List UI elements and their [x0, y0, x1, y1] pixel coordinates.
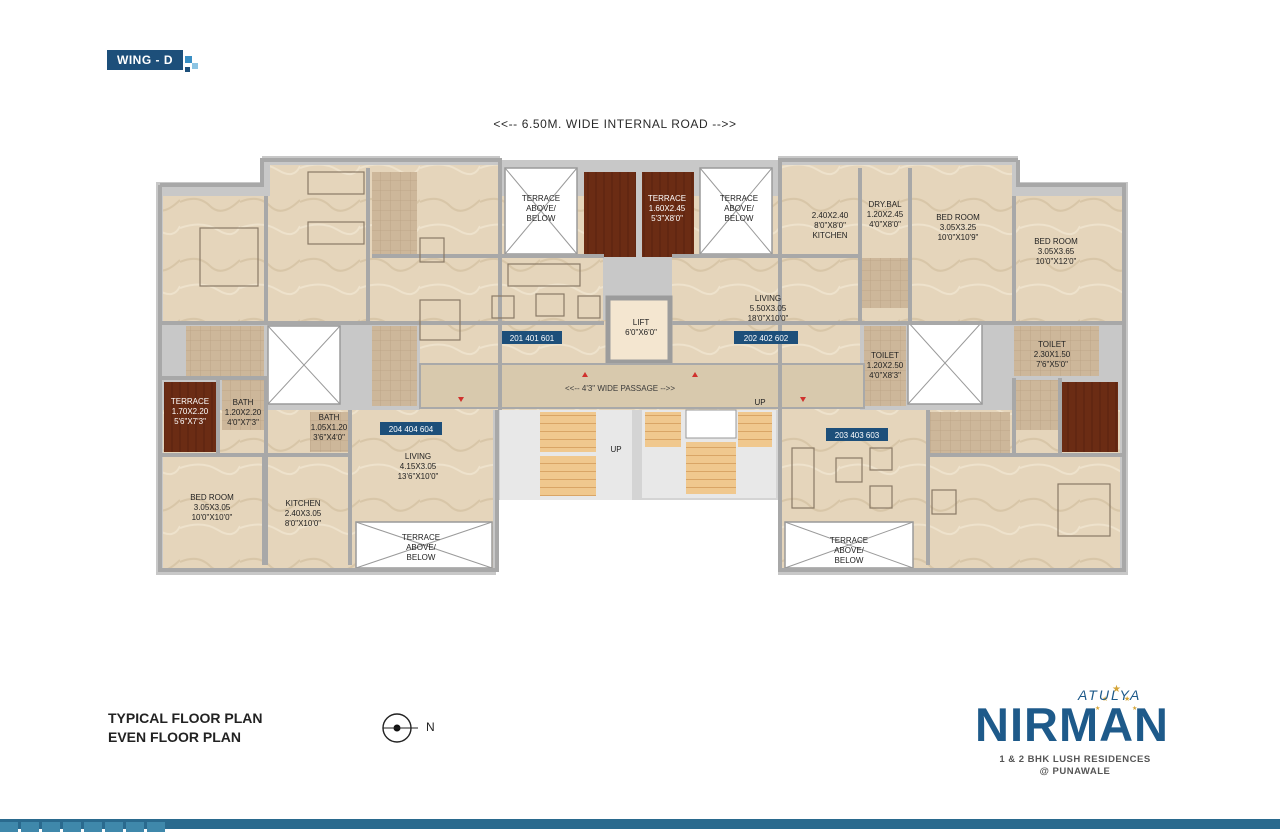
footer-stripe — [0, 819, 1280, 832]
wing-badge: WING - D — [107, 50, 183, 70]
svg-text:★: ★ — [1095, 705, 1100, 712]
passage-label: <<-- 4'3" WIDE PASSAGE -->> — [565, 384, 675, 393]
brand-logo-word: NIRMAN — [975, 698, 1169, 751]
unit-tag — [380, 422, 442, 435]
terrace-cross-lines — [267, 167, 983, 569]
brand-location: @ PUNAWALE — [1039, 766, 1111, 777]
brand-script: ATULYA — [1078, 687, 1142, 703]
furniture — [199, 171, 1111, 537]
stair-up-label: UP — [754, 398, 765, 407]
plan-subtitle: EVEN FLOOR PLAN — [108, 729, 242, 745]
unit-tags: 201 401 601 202 402 602 204 404 604 203 … — [380, 331, 888, 441]
unit-tag-label: 202 402 602 — [744, 334, 789, 343]
entry-arrows — [458, 372, 806, 402]
unit-tag-label: 201 401 601 — [510, 334, 555, 343]
unit-tag — [502, 331, 562, 344]
wing-badge-accent — [185, 67, 190, 72]
wide-passage — [419, 363, 865, 409]
walls — [158, 158, 1126, 572]
svg-text:★: ★ — [1112, 684, 1121, 695]
unit-tag — [734, 331, 798, 344]
wood-terraces — [164, 172, 1118, 452]
wing-badge-accent — [192, 63, 198, 69]
north-compass — [382, 713, 418, 743]
stair-up-label: UP — [610, 445, 621, 454]
unit-tag — [826, 428, 888, 441]
svg-text:★: ★ — [1124, 695, 1130, 703]
svg-text:★: ★ — [1102, 695, 1108, 703]
brand-tagline: 1 & 2 BHK LUSH RESIDENCES — [999, 754, 1151, 765]
brand-stars: ★ ★ ★ ★ ★ — [1095, 684, 1137, 712]
wing-badge-accent — [185, 56, 192, 63]
plan-title: TYPICAL FLOOR PLAN — [108, 710, 263, 726]
road-label: <<-- 6.50M. WIDE INTERNAL ROAD -->> — [493, 117, 737, 131]
unit-tag-label: 204 404 604 — [389, 425, 434, 434]
staircases — [500, 409, 776, 500]
svg-text:★: ★ — [1132, 705, 1137, 712]
lift-shaft — [605, 295, 673, 365]
compass-north-label: N — [426, 720, 435, 734]
unit-tag-label: 203 403 603 — [835, 431, 880, 440]
